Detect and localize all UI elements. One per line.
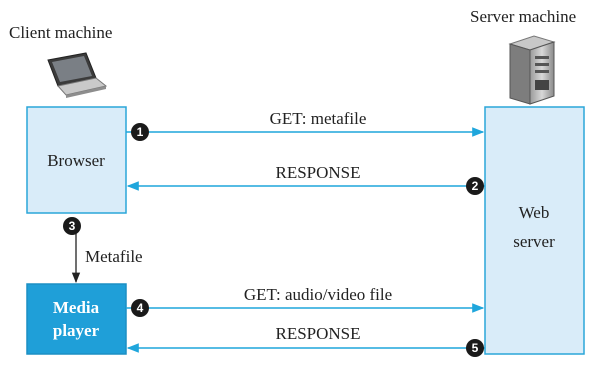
step-2-badge: 2 (466, 177, 484, 195)
browser-label: Browser (47, 151, 105, 170)
web-server-box (484, 106, 585, 355)
svg-text:3: 3 (69, 219, 76, 233)
step-5-badge: 5 (466, 339, 484, 357)
message-label-5: RESPONSE (275, 324, 360, 343)
server-machine-label: Server machine (470, 7, 576, 26)
media-player-box (26, 283, 127, 355)
step-3-badge: 3 (63, 217, 81, 235)
web-server-label-line1: Web (519, 203, 550, 222)
svg-text:4: 4 (137, 301, 144, 315)
message-label-4: GET: audio/video file (244, 285, 392, 304)
message-label-2: RESPONSE (275, 163, 360, 182)
media-player-label-line2: player (53, 321, 100, 340)
metafile-label: Metafile (85, 247, 143, 266)
client-machine-label: Client machine (9, 23, 112, 42)
svg-text:1: 1 (137, 125, 144, 139)
step-4-badge: 4 (131, 299, 149, 317)
svg-text:5: 5 (472, 341, 479, 355)
browser-box (26, 106, 127, 214)
web-server-label-line2: server (513, 232, 555, 251)
media-player-label-line1: Media (53, 298, 100, 317)
svg-text:2: 2 (472, 179, 479, 193)
server-tower-icon (508, 35, 556, 105)
step-1-badge: 1 (131, 123, 149, 141)
message-label-1: GET: metafile (270, 109, 367, 128)
laptop-icon (47, 52, 108, 98)
